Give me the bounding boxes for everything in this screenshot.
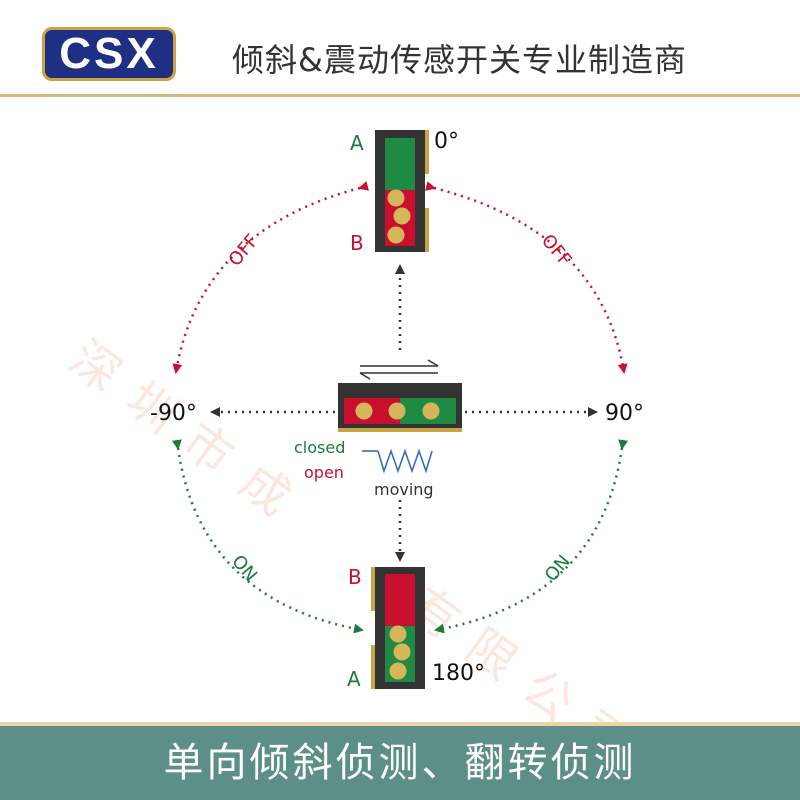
angle-bottom-label: 180° <box>432 661 485 686</box>
header-divider <box>0 94 800 97</box>
angle-left-label: -90° <box>150 401 197 426</box>
spring-icon <box>362 448 433 474</box>
on-label-left: ON <box>227 551 261 586</box>
arc-off-right <box>425 181 628 374</box>
terminal-b-top: B <box>350 231 364 255</box>
csx-logo: CSX <box>42 27 176 81</box>
switch-bottom <box>371 567 425 689</box>
angle-top-label: 0° <box>434 129 459 154</box>
closed-label: closed <box>294 438 345 457</box>
terminal-a-bottom: A <box>347 667 361 691</box>
switch-center <box>338 383 462 432</box>
arc-off-left <box>172 181 370 374</box>
moving-label: moving <box>374 480 434 499</box>
on-label-right: ON <box>541 551 575 586</box>
motion-arrows-icon <box>359 359 439 380</box>
header: CSX 倾斜&震动传感开关专业制造商 <box>0 0 800 97</box>
off-label-left: OFF <box>225 230 264 270</box>
terminal-b-bottom: B <box>348 565 362 589</box>
angle-right-label: 90° <box>605 401 644 426</box>
arc-on-left <box>171 439 364 634</box>
open-label: open <box>304 463 344 482</box>
arc-on-right <box>434 439 629 634</box>
footer-banner: 单向倾斜侦测、翻转侦测 <box>0 722 800 800</box>
terminal-a-top: A <box>350 131 364 155</box>
company-tagline: 倾斜&震动传感开关专业制造商 <box>232 41 687 79</box>
switch-top <box>375 130 429 252</box>
